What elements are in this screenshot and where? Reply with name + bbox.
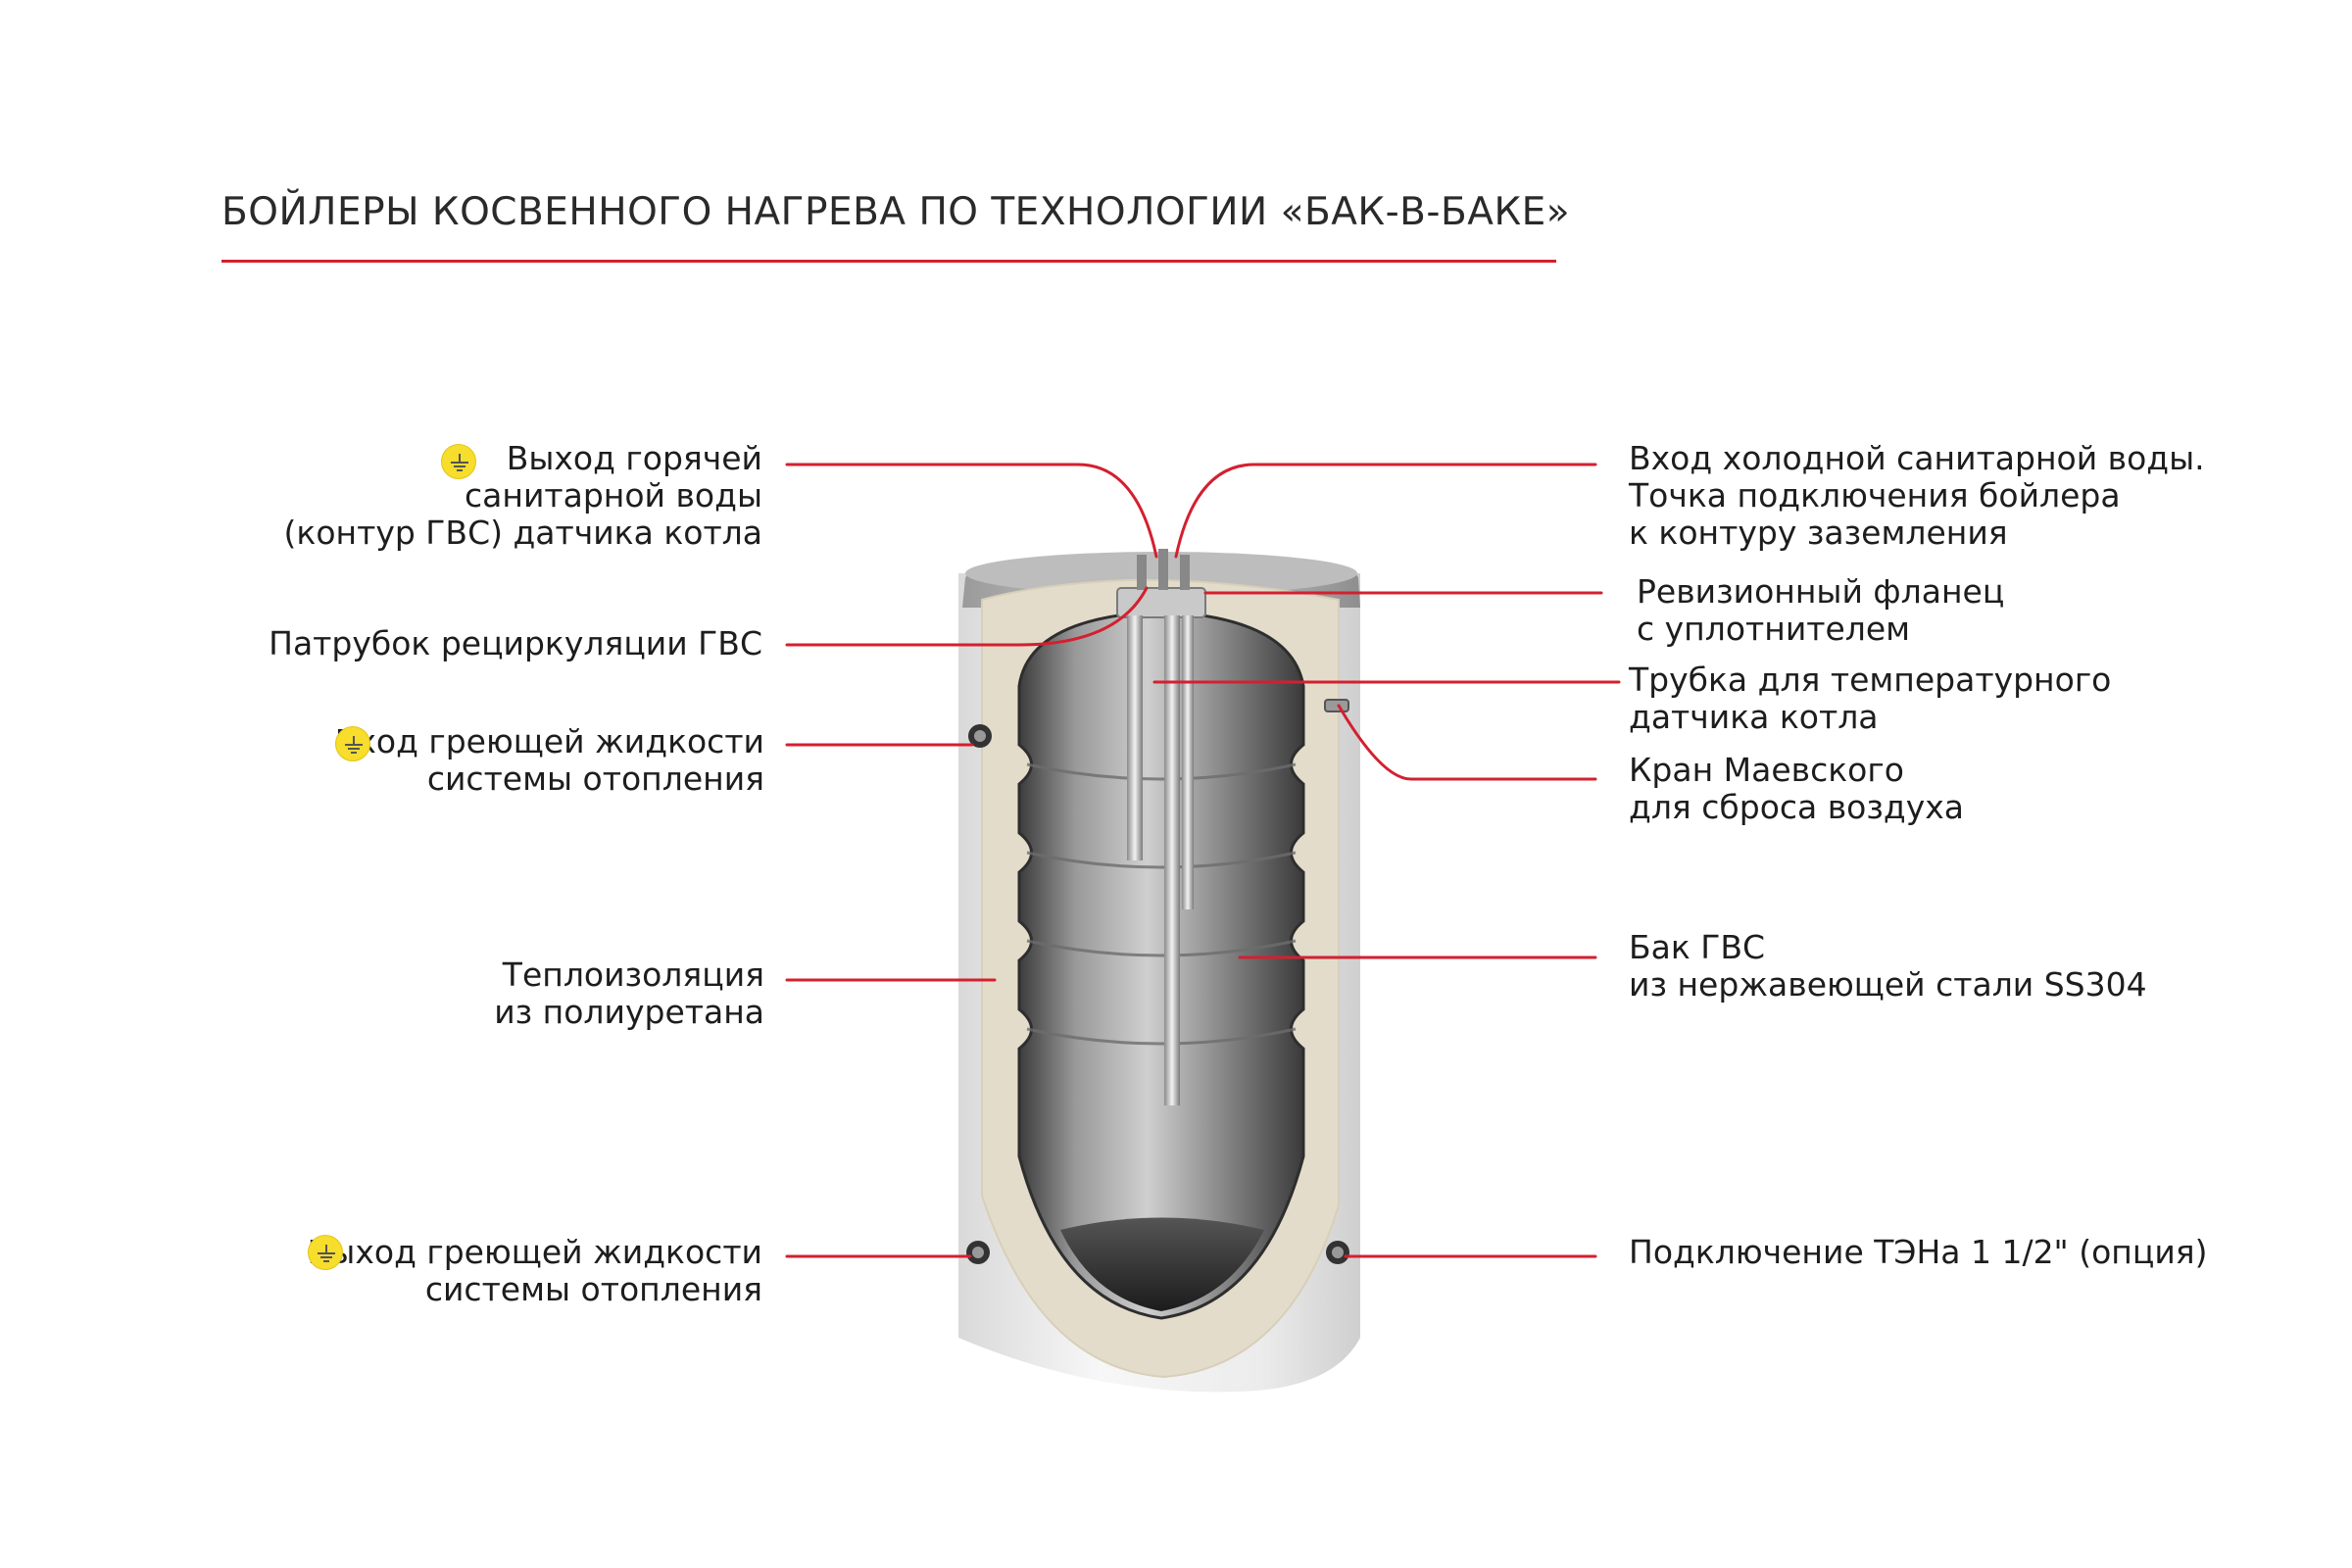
dhw-tank-bottom: [1060, 1217, 1264, 1311]
label-air-valve: Кран Маевского для сброса воздуха: [1629, 751, 1965, 826]
ground-symbol-icon: [335, 726, 370, 761]
ground-symbol-icon: [308, 1235, 343, 1270]
label-sensor-tube: Трубка для температурного датчика котла: [1629, 661, 2112, 736]
leader-recirculation: [785, 586, 1149, 647]
label-heater-connection: Подключение ТЭНа 1 1/2" (опция): [1629, 1233, 2208, 1271]
title-underline: [221, 260, 1556, 263]
label-recirculation: Патрубок рециркуляции ГВС: [269, 624, 762, 662]
label-heating-inlet: Вход греющей жидкости системы отопления: [334, 722, 764, 798]
label-hot-water-outlet: Выход горячей санитарной воды (контур ГВ…: [283, 439, 762, 552]
label-dhw-tank: Бак ГВС из нержавеющей стали SS304: [1629, 928, 2147, 1004]
leader-hot-water-outlet: [785, 463, 1158, 559]
air-valve-port: [1324, 699, 1349, 712]
label-cold-water-inlet: Вход холодной санитарной воды. Точка под…: [1629, 439, 2205, 552]
heating-inlet-port: [968, 724, 992, 748]
sensor-tube-rod: [1127, 615, 1143, 860]
heater-port: [1326, 1241, 1349, 1264]
flange: [1116, 587, 1206, 618]
label-flange: Ревизионный фланец с уплотнителем: [1637, 572, 2005, 648]
recirculation-rod: [1164, 615, 1180, 1105]
label-heating-outlet: Выход греющей жидкости системы отопления: [307, 1233, 762, 1308]
heating-outlet-port: [966, 1241, 990, 1264]
label-insulation: Теплоизоляция из полиуретана: [494, 956, 764, 1031]
leader-cold-water-inlet: [1174, 463, 1597, 559]
dhw-tank-body: [1017, 610, 1305, 1320]
page-title: БОЙЛЕРЫ КОСВЕННОГО НАГРЕВА ПО ТЕХНОЛОГИИ…: [221, 190, 1571, 234]
ground-symbol-icon: [441, 444, 476, 479]
leader-air-valve: [1337, 704, 1597, 781]
